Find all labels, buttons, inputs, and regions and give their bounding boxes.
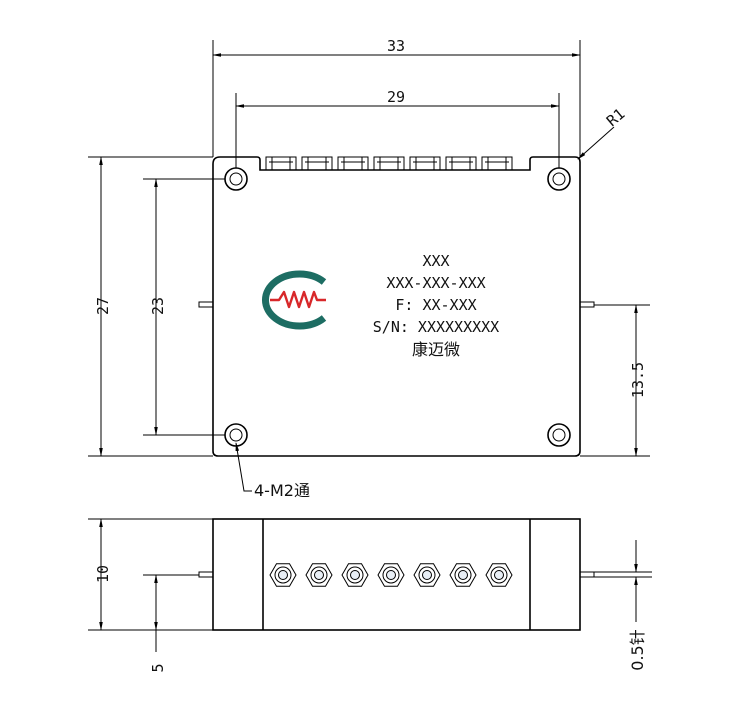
connector-5 [409,156,441,171]
top-connectors [265,156,513,171]
dim-hole-spacing-height: 23 [149,297,167,315]
module-body-outline [212,156,581,457]
dim-mount-holes: 4-M2通 [254,481,310,500]
dim-overall-width: 33 [387,37,405,55]
dim-corner-radius: R1 [603,105,628,130]
side-connector-6 [449,563,477,587]
top-view-dimensions: 33 29 R1 27 23 13.5 4-M2通 [88,37,650,500]
connector-1 [265,156,297,171]
connector-7 [481,156,513,171]
dim-overall-height: 27 [94,297,112,315]
connector-2 [301,156,333,171]
connector-4 [373,156,405,171]
logo-wave [270,290,326,309]
dim-hole-spacing-width: 29 [387,88,405,106]
leader-corner-radius [577,126,615,160]
side-connector-7 [485,563,513,587]
dim-side-pin-height: 5 [149,663,167,672]
label-line-1: XXX [422,252,449,270]
side-view [198,518,595,631]
hole-bottom-left [224,423,248,447]
label-line-5: 康迈微 [412,340,460,359]
side-pin-left [198,571,214,578]
dim-pin-diameter: 0.5针 [628,629,647,670]
side-connector-5 [413,563,441,587]
side-view-dimensions: 10 5 0.5针 [88,518,652,673]
hole-top-right [547,167,571,191]
side-connector-1 [269,563,297,587]
connector-6 [445,156,477,171]
top-view: XXX XXX-XXX-XXX F: XX-XXX S/N: XXXXXXXXX… [198,156,595,457]
side-pin-right [579,571,595,578]
hole-bottom-right [547,423,571,447]
side-connector-2 [305,563,333,587]
side-body-outline [212,518,581,631]
connector-3 [337,156,369,171]
label-line-3: F: XX-XXX [395,296,476,314]
company-logo [261,270,327,330]
side-connector-4 [377,563,405,587]
side-connectors [269,563,513,587]
dim-side-height: 10 [94,565,112,583]
logo-arc [261,270,327,330]
dim-pin-height: 13.5 [629,362,647,398]
side-connector-3 [341,563,369,587]
label-line-4: S/N: XXXXXXXXX [373,318,499,336]
leader-mount-holes [235,442,252,492]
label-line-2: XXX-XXX-XXX [386,274,485,292]
hole-top-left [224,167,248,191]
pin-right [579,301,595,308]
pin-left [198,301,214,308]
